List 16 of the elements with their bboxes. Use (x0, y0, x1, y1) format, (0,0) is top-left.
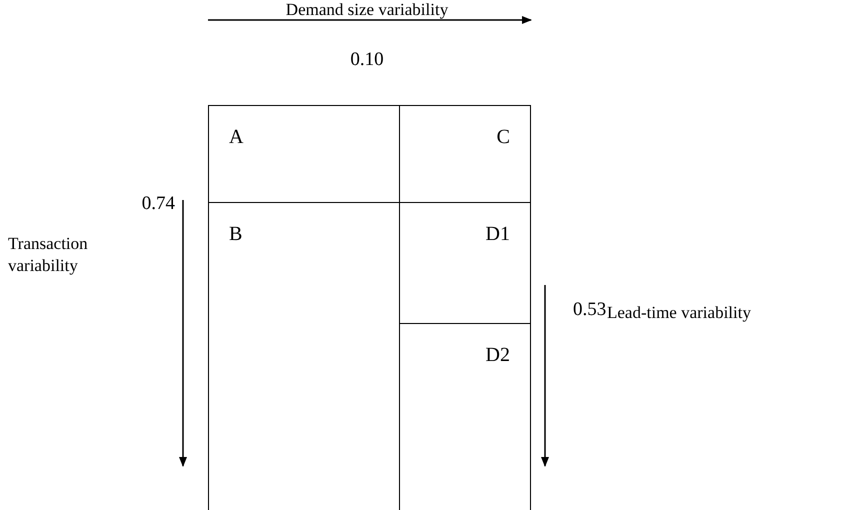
matrix-cell (208, 202, 400, 510)
cell-label: A (229, 126, 244, 148)
threshold-value: 0.74 (142, 194, 175, 214)
matrix-cell (399, 105, 531, 203)
axis-title: Transaction variability (8, 233, 89, 277)
threshold-value: 0.53 (573, 300, 606, 320)
matrix-cell (399, 202, 531, 324)
cell-label: D2 (486, 344, 510, 366)
cell-label: C (496, 126, 510, 148)
cell-label: D1 (486, 223, 510, 245)
axis-title: Demand size variability (286, 0, 448, 20)
matrix-cell (399, 323, 531, 510)
cell-label: B (229, 223, 242, 245)
threshold-value: 0.10 (350, 50, 384, 70)
matrix-cell (208, 105, 400, 203)
axis-title: Lead-time variability (607, 303, 751, 323)
